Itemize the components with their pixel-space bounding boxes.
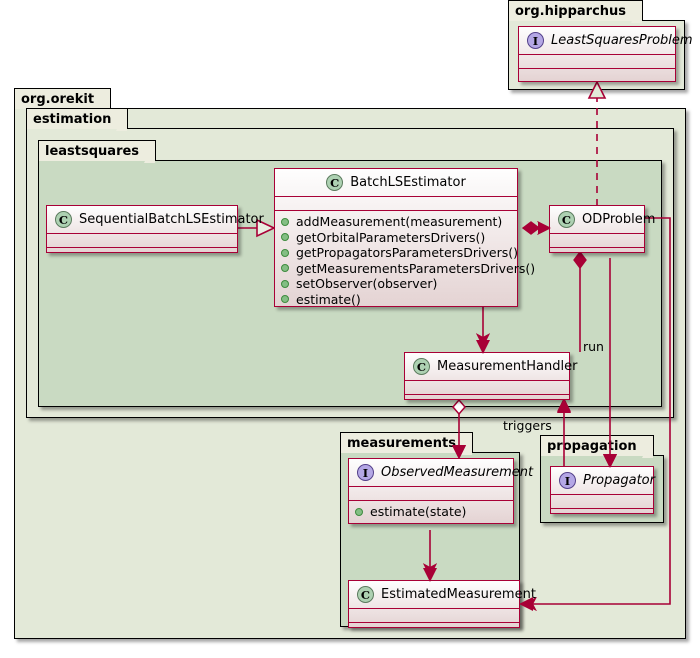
- class-separator: [550, 247, 644, 248]
- class-member: estimate(state): [355, 504, 507, 520]
- class-name-label: Propagator: [583, 473, 655, 488]
- class-name-label: EstimatedMeasurement: [381, 587, 536, 602]
- class-title-observed-measurement: I ObservedMeasurement: [349, 459, 533, 486]
- public-visibility-icon: [281, 248, 289, 257]
- class-title-estimated-measurement: C EstimatedMeasurement: [349, 581, 536, 608]
- class-name-label: ODProblem: [582, 212, 656, 227]
- package-tab-propagation: propagation: [540, 435, 654, 458]
- arrowhead-measurementhandler-bottom: [557, 399, 571, 413]
- member-label: estimate(): [296, 291, 361, 307]
- class-separator: [47, 233, 237, 234]
- class-separator: [405, 380, 569, 381]
- member-label: addMeasurement(measurement): [296, 214, 503, 229]
- package-tab-org-orekit: org.orekit: [14, 88, 112, 111]
- class-measurement-handler[interactable]: C MeasurementHandler: [404, 352, 577, 400]
- class-name-label: MeasurementHandler: [437, 359, 578, 374]
- package-tab-org-hipparchus: org.hipparchus: [508, 0, 644, 23]
- member-label: getMeasurementsParametersDrivers(): [296, 260, 536, 276]
- class-observed-measurement[interactable]: I ObservedMeasurement estimate(state): [348, 458, 533, 524]
- class-stereotype-icon: C: [357, 586, 374, 603]
- class-name-label: ObservedMeasurement: [381, 465, 534, 480]
- class-title-batch-ls-estimator: C BatchLSEstimator: [275, 169, 517, 196]
- package-tab-leastsquares: leastsquares: [38, 140, 157, 163]
- package-label-measurements: measurements: [347, 436, 456, 451]
- class-propagator[interactable]: I Propagator: [550, 466, 655, 514]
- arrowhead-estimatedmeasurement-top: [423, 568, 437, 582]
- class-separator: [275, 196, 517, 197]
- member-label: getPropagatorsParametersDrivers(): [296, 245, 519, 260]
- class-separator: [47, 247, 237, 248]
- class-separator: [519, 54, 675, 55]
- class-member: setObserver(observer): [281, 276, 511, 292]
- class-separator: [275, 210, 517, 211]
- class-methods-compartment: estimate(state): [349, 501, 513, 524]
- class-name-label: LeastSquaresProblem: [551, 33, 693, 48]
- arrowhead-odproblem-left: [538, 222, 551, 234]
- hollow-triangle-batchlsestimator: [256, 218, 276, 238]
- arrowhead-propagator-top: [603, 454, 617, 468]
- interface-stereotype-icon: I: [559, 472, 576, 489]
- arrowhead-measurementhandler-top: [476, 340, 490, 354]
- package-label-leastsquares: leastsquares: [45, 144, 140, 159]
- class-separator: [349, 500, 513, 501]
- class-member: getPropagatorsParametersDrivers(): [281, 245, 518, 261]
- package-label-estimation: estimation: [33, 112, 112, 127]
- public-visibility-icon: [281, 279, 289, 288]
- class-title-sequential-batch-ls-estimator: C SequentialBatchLSEstimator: [47, 206, 264, 233]
- class-member: estimate(): [281, 292, 511, 308]
- class-estimated-measurement[interactable]: C EstimatedMeasurement: [348, 580, 536, 628]
- class-od-problem[interactable]: C ODProblem: [549, 205, 655, 253]
- class-title-least-squares-problem: I LeastSquaresProblem: [519, 27, 693, 54]
- public-visibility-icon: [355, 507, 363, 516]
- class-separator: [550, 233, 644, 234]
- class-member: addMeasurement(measurement): [281, 214, 511, 230]
- public-visibility-icon: [281, 295, 289, 304]
- class-separator: [349, 486, 513, 487]
- class-member: getMeasurementsParametersDrivers(): [281, 261, 535, 277]
- edge-label-triggers: triggers: [503, 418, 552, 433]
- class-separator: [551, 494, 653, 495]
- member-label: getOrbitalParametersDrivers(): [296, 229, 486, 245]
- class-member: getOrbitalParametersDrivers(): [281, 230, 511, 246]
- class-separator: [551, 508, 653, 509]
- hollow-diamond-measurementhandler: [452, 398, 466, 416]
- class-sequential-batch-ls-estimator[interactable]: C SequentialBatchLSEstimator: [46, 205, 264, 253]
- class-title-propagator: I Propagator: [551, 467, 655, 494]
- class-title-measurement-handler: C MeasurementHandler: [405, 353, 577, 380]
- arrowhead-observedmeasurement-top: [452, 445, 466, 459]
- class-least-squares-problem[interactable]: I LeastSquaresProblem: [518, 26, 693, 82]
- edge-odproblem-to-estimatedmeasurement: [522, 217, 671, 612]
- member-label: estimate(state): [370, 504, 467, 519]
- class-separator: [349, 608, 519, 609]
- interface-stereotype-icon: I: [527, 32, 544, 49]
- public-visibility-icon: [281, 217, 289, 226]
- class-name-label: SequentialBatchLSEstimator: [79, 212, 264, 227]
- package-label-propagation: propagation: [547, 439, 637, 454]
- class-stereotype-icon: C: [558, 211, 575, 228]
- class-name-label: BatchLSEstimator: [350, 175, 466, 190]
- class-separator: [349, 622, 519, 623]
- class-separator: [405, 394, 569, 395]
- class-methods-compartment: addMeasurement(measurement) getOrbitalPa…: [275, 211, 535, 311]
- class-stereotype-icon: C: [413, 358, 430, 375]
- public-visibility-icon: [281, 233, 289, 242]
- edge-label-run: run: [583, 339, 604, 354]
- class-separator: [519, 68, 675, 69]
- hollow-triangle-leastsquaresproblem: [587, 80, 607, 99]
- filled-diamond-odproblem: [573, 250, 587, 270]
- package-label-org-hipparchus: org.hipparchus: [515, 4, 627, 19]
- interface-stereotype-icon: I: [357, 464, 374, 481]
- class-batch-ls-estimator[interactable]: C BatchLSEstimator addMeasurement(measur…: [274, 168, 535, 307]
- package-label-org-orekit: org.orekit: [21, 92, 95, 107]
- package-tab-measurements: measurements: [340, 432, 473, 455]
- arrowhead-estimatedmeasurement-right: [519, 597, 533, 611]
- member-label: setObserver(observer): [296, 276, 438, 291]
- class-title-od-problem: C ODProblem: [550, 206, 655, 233]
- class-stereotype-icon: C: [326, 174, 344, 191]
- package-tab-estimation: estimation: [26, 108, 129, 131]
- class-stereotype-icon: C: [55, 211, 72, 228]
- public-visibility-icon: [281, 264, 289, 273]
